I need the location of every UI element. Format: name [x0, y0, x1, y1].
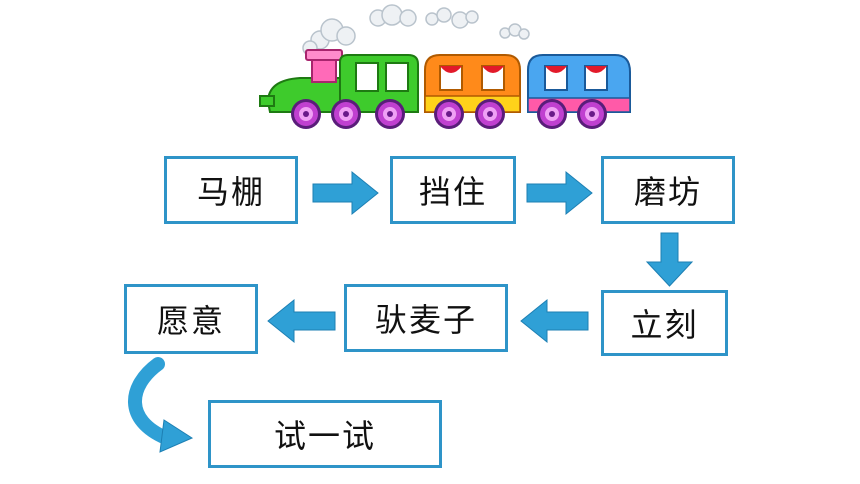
node-label: 立刻	[630, 306, 699, 344]
node-yuan-yi: 愿意	[124, 284, 258, 354]
node-label: 磨坊	[633, 173, 702, 211]
arrow-n3-to-n4	[645, 232, 694, 287]
node-label: 挡住	[418, 173, 487, 211]
node-ma-peng: 马棚	[164, 156, 298, 224]
arrow-n6-to-n7	[128, 357, 194, 453]
arrow-n5-to-n6	[267, 298, 336, 344]
node-label: 马棚	[196, 173, 265, 211]
arrow-n2-to-n3	[526, 170, 593, 216]
node-dang-zhu: 挡住	[390, 156, 516, 224]
node-shi-yi-shi: 试一试	[208, 400, 442, 468]
node-label: 试一试	[273, 417, 376, 455]
node-li-ke: 立刻	[601, 290, 728, 356]
arrow-n1-to-n2	[312, 170, 379, 216]
cartoon-train-icon	[259, 4, 631, 129]
train-car-blue-icon	[527, 54, 631, 113]
train-wheels-icon	[291, 99, 607, 129]
smoke-icon	[302, 4, 530, 56]
arrow-n4-to-n5	[520, 298, 589, 344]
node-label: 驮麦子	[374, 301, 477, 339]
train-engine-icon	[259, 49, 419, 113]
node-mo-fang: 磨坊	[601, 156, 735, 224]
node-tuo-mai-zi: 驮麦子	[344, 284, 508, 352]
node-label: 愿意	[156, 302, 225, 340]
